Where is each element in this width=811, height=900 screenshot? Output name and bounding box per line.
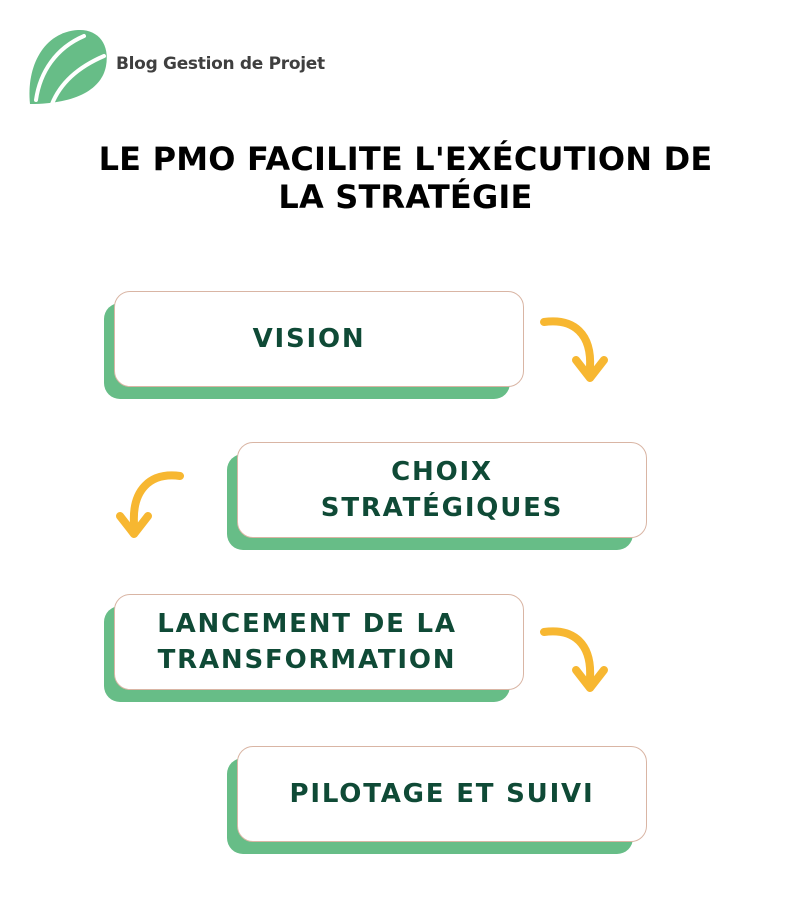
- page-title: LE PMO FACILITE L'EXÉCUTION DE LA STRATÉ…: [98, 140, 713, 216]
- curved-arrow-down-left-icon: [116, 471, 184, 538]
- brand-logo: Blog Gestion de Projet: [26, 26, 326, 106]
- step-vision: VISION: [104, 291, 524, 399]
- step-choix-strategiques: CHOIX STRATÉGIQUES: [227, 442, 647, 550]
- step-card: VISION: [114, 291, 524, 387]
- step-card: CHOIX STRATÉGIQUES: [237, 442, 647, 538]
- curved-arrow-down-right-icon: [540, 317, 608, 382]
- leaf-logo-icon: [29, 29, 107, 106]
- step-label: CHOIX STRATÉGIQUES: [320, 457, 564, 523]
- step-card: PILOTAGE ET SUIVI: [237, 746, 647, 842]
- step-lancement-transformation: LANCEMENT DE LA TRANSFORMATION: [104, 594, 524, 702]
- brand-name: Blog Gestion de Projet: [116, 54, 325, 74]
- step-pilotage-suivi: PILOTAGE ET SUIVI: [227, 746, 647, 854]
- step-card: LANCEMENT DE LA TRANSFORMATION: [114, 594, 524, 690]
- step-label: PILOTAGE ET SUIVI: [289, 779, 595, 809]
- curved-arrow-down-right-icon: [540, 627, 608, 692]
- step-label: VISION: [252, 324, 366, 354]
- step-label: LANCEMENT DE LA TRANSFORMATION: [157, 609, 457, 675]
